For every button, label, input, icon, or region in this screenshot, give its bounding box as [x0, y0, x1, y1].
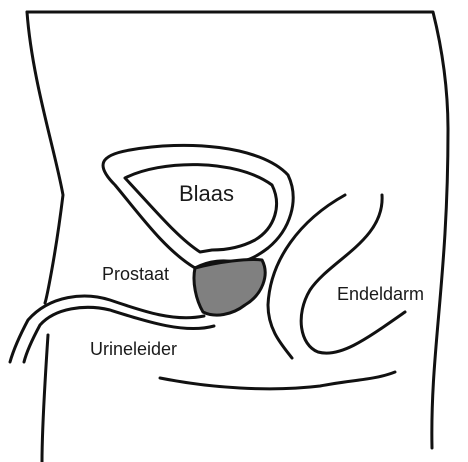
rectum-outer: [301, 195, 405, 353]
label-rectum: Endeldarm: [337, 284, 424, 304]
rectum-lower-curve: [160, 372, 395, 389]
label-prostate: Prostaat: [102, 264, 169, 284]
leg-outline: [42, 335, 48, 462]
label-urethra: Urineleider: [90, 339, 177, 359]
prostate-gland: [194, 259, 265, 315]
bladder-inner: [125, 165, 277, 252]
pelvic-curve: [268, 195, 345, 358]
label-bladder: Blaas: [179, 181, 234, 206]
body-outline: [27, 12, 448, 448]
front-body-outline: [27, 12, 63, 303]
